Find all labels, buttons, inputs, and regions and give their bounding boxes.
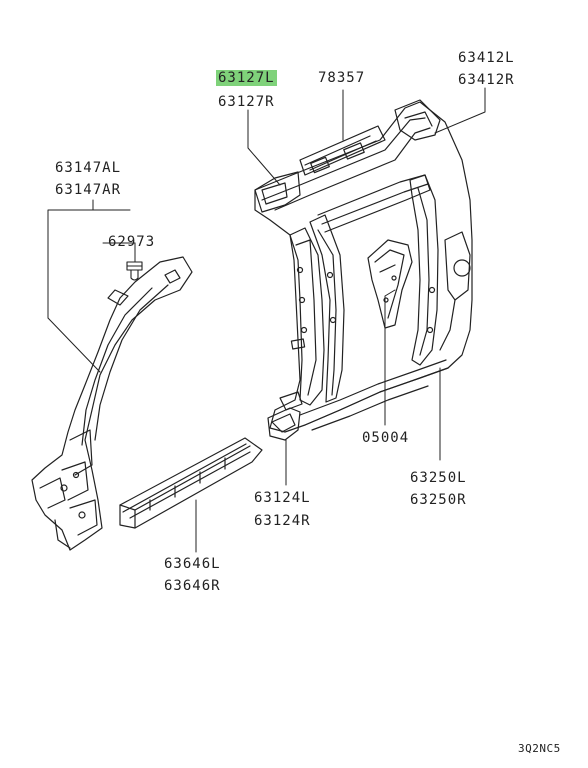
diagram-code: 3Q2NC5	[518, 742, 561, 755]
part-label-63646l[interactable]: 63646L	[164, 556, 221, 572]
part-label-05004[interactable]: 05004	[362, 430, 410, 446]
part-label-63127r[interactable]: 63127R	[218, 94, 275, 110]
part-label-63124r[interactable]: 63124R	[254, 513, 311, 529]
leader-lines	[47, 87, 486, 553]
front-pillar-drawing	[31, 256, 193, 551]
part-label-78357[interactable]: 78357	[318, 70, 366, 86]
part-label-62973[interactable]: 62973	[108, 234, 156, 250]
part-label-63147al[interactable]: 63147AL	[55, 160, 122, 176]
part-label-63412r[interactable]: 63412R	[458, 72, 515, 88]
reinforcement-drawing	[367, 239, 413, 329]
side-frame-drawing	[254, 99, 473, 441]
sill-panel-drawing	[119, 437, 263, 529]
part-label-63250r[interactable]: 63250R	[410, 492, 467, 508]
part-label-63646r[interactable]: 63646R	[164, 578, 221, 594]
part-label-63412l[interactable]: 63412L	[458, 50, 515, 66]
part-label-63127l[interactable]: 63127L	[216, 70, 277, 86]
part-label-63250l[interactable]: 63250L	[410, 470, 467, 486]
part-label-63147ar[interactable]: 63147AR	[55, 182, 122, 198]
bolt-62973	[126, 261, 143, 281]
part-label-63124l[interactable]: 63124L	[254, 490, 311, 506]
